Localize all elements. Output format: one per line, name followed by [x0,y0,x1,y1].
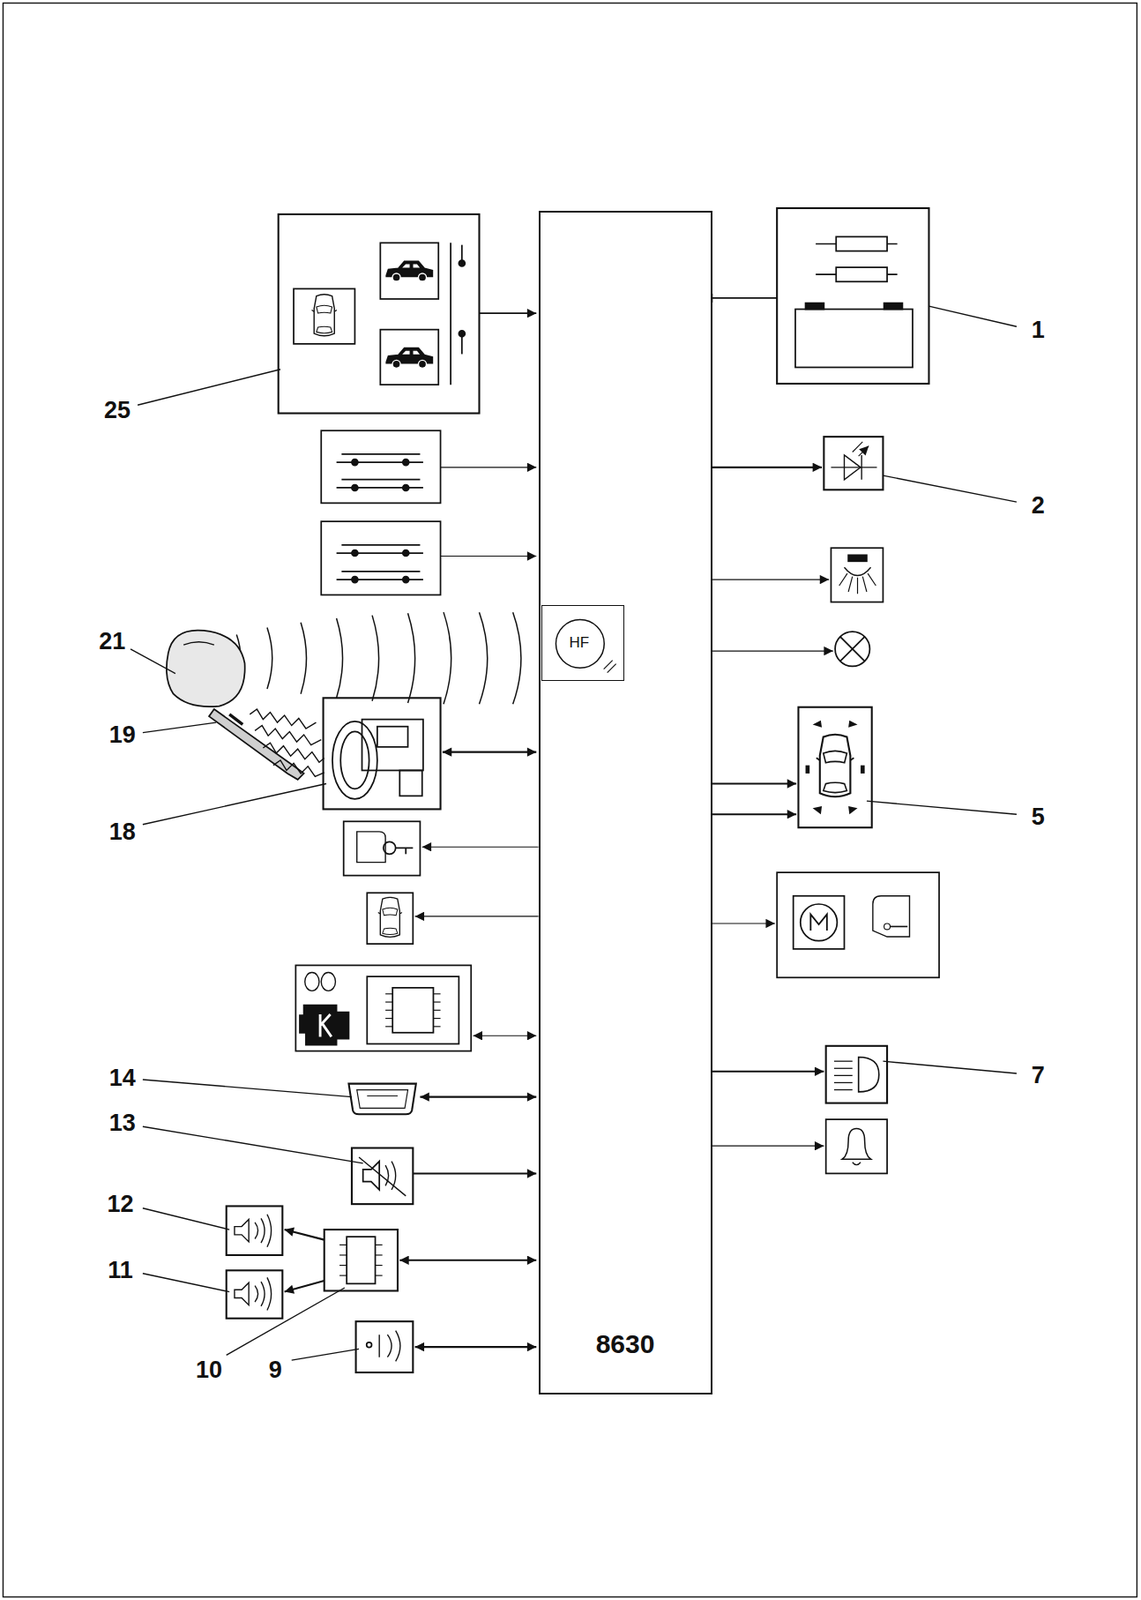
callout-number: 14 [109,1064,136,1091]
callout-number: 9 [268,1356,283,1383]
callout-number: 2 [1031,492,1045,519]
callout-number: 18 [109,818,136,845]
callout-number: 10 [195,1356,223,1383]
callout-number: 19 [109,721,136,748]
box-label: HF [569,633,590,652]
callout-number: 5 [1031,803,1045,830]
hf-receiver-box: HF [541,604,625,681]
callout-number: 1 [1031,316,1045,344]
callout-number: 11 [107,1256,134,1283]
control-unit-box: HF 8630 [538,210,713,1395]
unit-number: 8630 [540,1328,711,1359]
callout-number: 7 [1031,1061,1045,1089]
callout-number: 12 [106,1190,134,1217]
callout-number: 21 [98,627,126,655]
callout-number: 13 [109,1109,136,1136]
callout-number: 25 [104,396,131,424]
